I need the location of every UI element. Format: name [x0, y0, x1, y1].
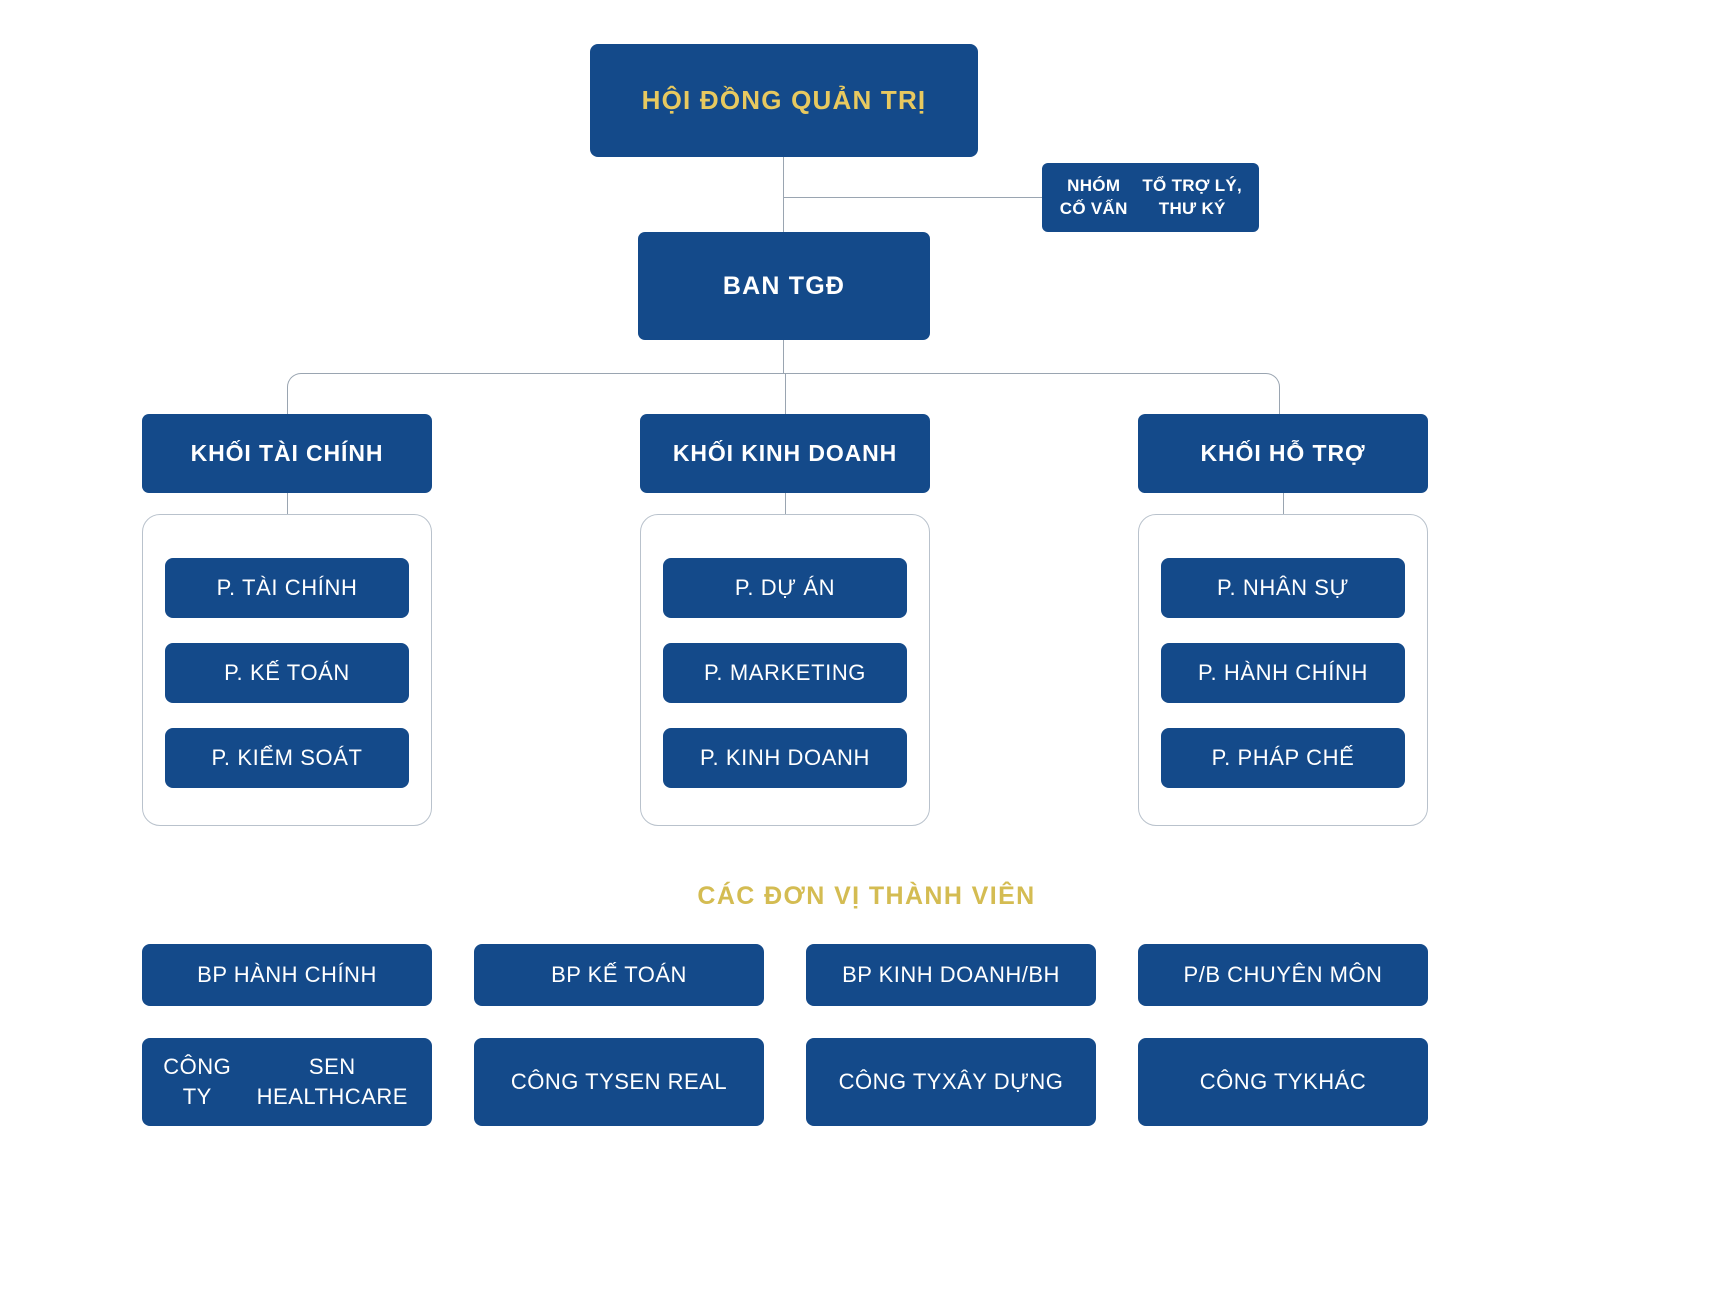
company-line-1: CÔNG TY — [510, 1069, 615, 1095]
department-container-finance — [142, 514, 432, 826]
connector-drop-division-1 — [785, 373, 787, 414]
member-units-heading: CÁC ĐƠN VỊ THÀNH VIÊN — [697, 882, 1036, 910]
company-line-1: CÔNG TY — [838, 1069, 942, 1095]
company-line-1: CÔNG TY — [163, 1054, 232, 1109]
advisory-line-1: NHÓM CỐ VẤN — [1059, 175, 1128, 218]
node-advisory-group[interactable]: NHÓM CỐ VẤN TỔ TRỢ LÝ, THƯ KÝ — [1042, 163, 1259, 232]
department-container-support — [1138, 514, 1428, 826]
connector-division-2-to-container — [1283, 493, 1285, 514]
connector-elbow-left — [287, 373, 302, 388]
node-company[interactable]: CÔNG TY SEN REAL — [474, 1038, 764, 1126]
node-department[interactable]: P. DỰ ÁN — [663, 558, 907, 618]
node-department[interactable]: P. KẾ TOÁN — [165, 643, 409, 703]
connector-drop-division-2 — [1279, 387, 1281, 414]
connector-drop-division-0 — [287, 387, 289, 414]
connector-division-0-to-container — [287, 493, 289, 514]
connector-board-to-advisory — [783, 197, 1042, 199]
company-line-2: SEN HEALTHCARE — [256, 1054, 408, 1109]
connector-elbow-right — [1265, 373, 1280, 388]
node-member-unit[interactable]: BP HÀNH CHÍNH — [142, 944, 432, 1006]
node-department[interactable]: P. KIỂM SOÁT — [165, 728, 409, 788]
advisory-line-2: TỔ TRỢ LÝ, THƯ KÝ — [1142, 175, 1243, 218]
node-division-support[interactable]: KHỐI HỖ TRỢ — [1138, 414, 1428, 493]
node-department[interactable]: P. MARKETING — [663, 643, 907, 703]
company-line-1: CÔNG TY — [1199, 1069, 1304, 1095]
node-member-unit[interactable]: BP KẾ TOÁN — [474, 944, 764, 1006]
company-line-2: SEN REAL — [614, 1069, 728, 1095]
company-line-2: KHÁC — [1303, 1069, 1367, 1095]
node-department[interactable]: P. NHÂN SỰ — [1161, 558, 1405, 618]
node-division-business[interactable]: KHỐI KINH DOANH — [640, 414, 930, 493]
department-container-business — [640, 514, 930, 826]
company-line-2: XÂY DỰNG — [941, 1069, 1064, 1095]
node-company[interactable]: CÔNG TY KHÁC — [1138, 1038, 1428, 1126]
connector-division-1-to-container — [785, 493, 787, 514]
node-executive-board[interactable]: BAN TGĐ — [638, 232, 930, 340]
node-board-of-directors[interactable]: HỘI ĐỒNG QUẢN TRỊ — [590, 44, 978, 157]
node-company[interactable]: CÔNG TY XÂY DỰNG — [806, 1038, 1096, 1126]
node-member-unit[interactable]: BP KINH DOANH/BH — [806, 944, 1096, 1006]
node-department[interactable]: P. KINH DOANH — [663, 728, 907, 788]
node-department[interactable]: P. HÀNH CHÍNH — [1161, 643, 1405, 703]
node-member-unit[interactable]: P/B CHUYÊN MÔN — [1138, 944, 1428, 1006]
node-division-finance[interactable]: KHỐI TÀI CHÍNH — [142, 414, 432, 493]
node-company[interactable]: CÔNG TY SEN HEALTHCARE — [142, 1038, 432, 1126]
node-department[interactable]: P. TÀI CHÍNH — [165, 558, 409, 618]
node-department[interactable]: P. PHÁP CHẾ — [1161, 728, 1405, 788]
connector-board-to-ceo — [783, 157, 785, 232]
connector-division-bus — [301, 373, 1265, 375]
connector-ceo-stem — [783, 340, 785, 373]
